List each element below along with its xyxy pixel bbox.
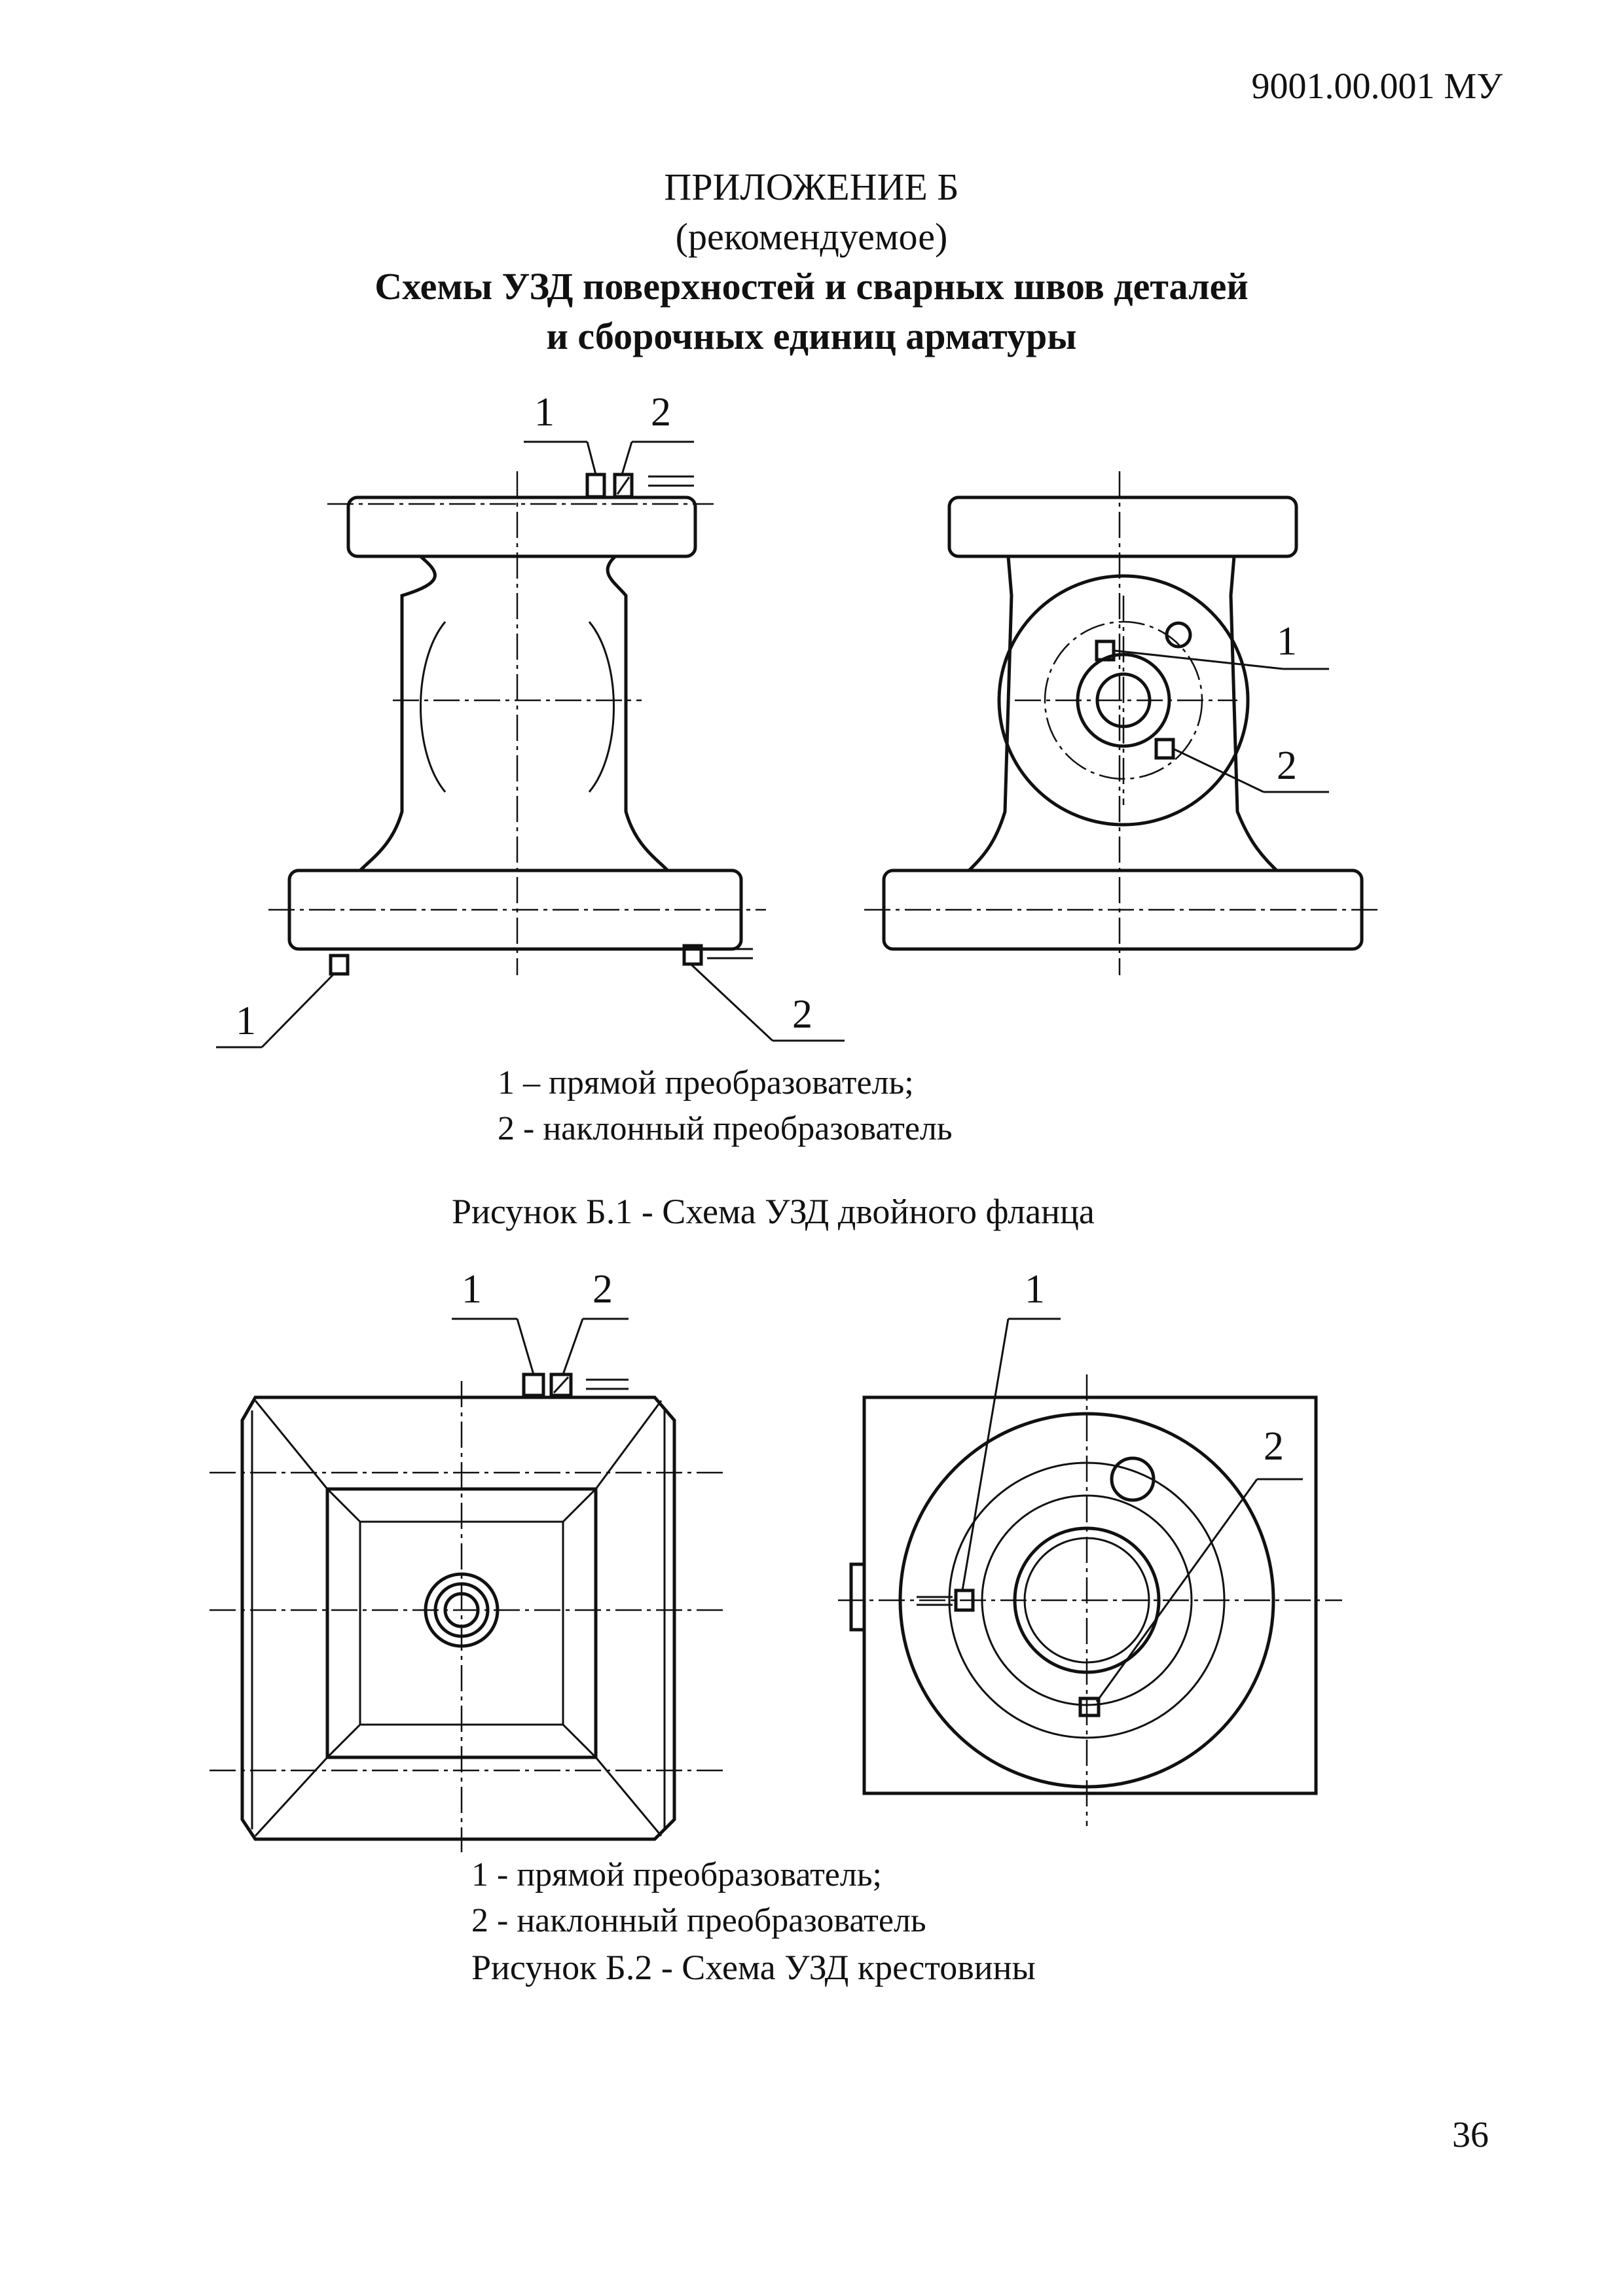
section-title-line-1: Схемы УЗД поверхностей и сварных швов де… bbox=[374, 265, 1249, 308]
section-title-line-2: и сборочных единиц арматуры bbox=[546, 315, 1077, 357]
svg-text:1: 1 bbox=[1025, 1267, 1045, 1312]
svg-text:1: 1 bbox=[534, 390, 555, 435]
appendix-title: ПРИЛОЖЕНИЕ Б bbox=[664, 166, 959, 208]
figure2-legend-item-2: 2 - наклонный преобразователь bbox=[471, 1902, 926, 1939]
svg-text:2: 2 bbox=[1264, 1424, 1284, 1469]
appendix-status: (рекомендуемое) bbox=[675, 215, 948, 258]
figure1-legend-item-1: 1 – прямой преобразователь; bbox=[498, 1064, 914, 1102]
svg-text:2: 2 bbox=[792, 992, 812, 1037]
svg-text:1: 1 bbox=[1277, 619, 1297, 664]
svg-text:2: 2 bbox=[593, 1267, 613, 1312]
document-code: 9001.00.001 МУ bbox=[1251, 66, 1503, 107]
appendix-heading: ПРИЛОЖЕНИЕ Б (рекомендуемое) Схемы УЗД п… bbox=[0, 162, 1623, 361]
figure2-flange-view: 1 2 bbox=[838, 1267, 1342, 1826]
figure1-legend-item-2: 2 - наклонный преобразователь bbox=[498, 1110, 953, 1147]
figure1-legend: 1 – прямой преобразователь; 2 - наклонны… bbox=[498, 1060, 953, 1152]
svg-text:1: 1 bbox=[462, 1267, 482, 1312]
figure1-front-view: 1 2 1 2 bbox=[216, 390, 845, 1049]
figure2-legend: 1 - прямой преобразователь; 2 - наклонны… bbox=[471, 1852, 926, 1944]
svg-text:2: 2 bbox=[651, 390, 671, 435]
figure1-side-view: 1 2 bbox=[864, 471, 1381, 975]
figure2-caption: Рисунок Б.2 - Схема УЗД крестовины bbox=[471, 1948, 1036, 1987]
figure1-caption: Рисунок Б.1 - Схема УЗД двойного фланца bbox=[452, 1192, 1095, 1231]
figure2-legend-item-1: 1 - прямой преобразователь; bbox=[471, 1856, 882, 1893]
svg-text:1: 1 bbox=[236, 999, 256, 1043]
svg-text:2: 2 bbox=[1277, 744, 1297, 788]
page-number: 36 bbox=[1452, 2115, 1489, 2155]
figure2-top-view: 1 2 bbox=[210, 1267, 727, 1852]
